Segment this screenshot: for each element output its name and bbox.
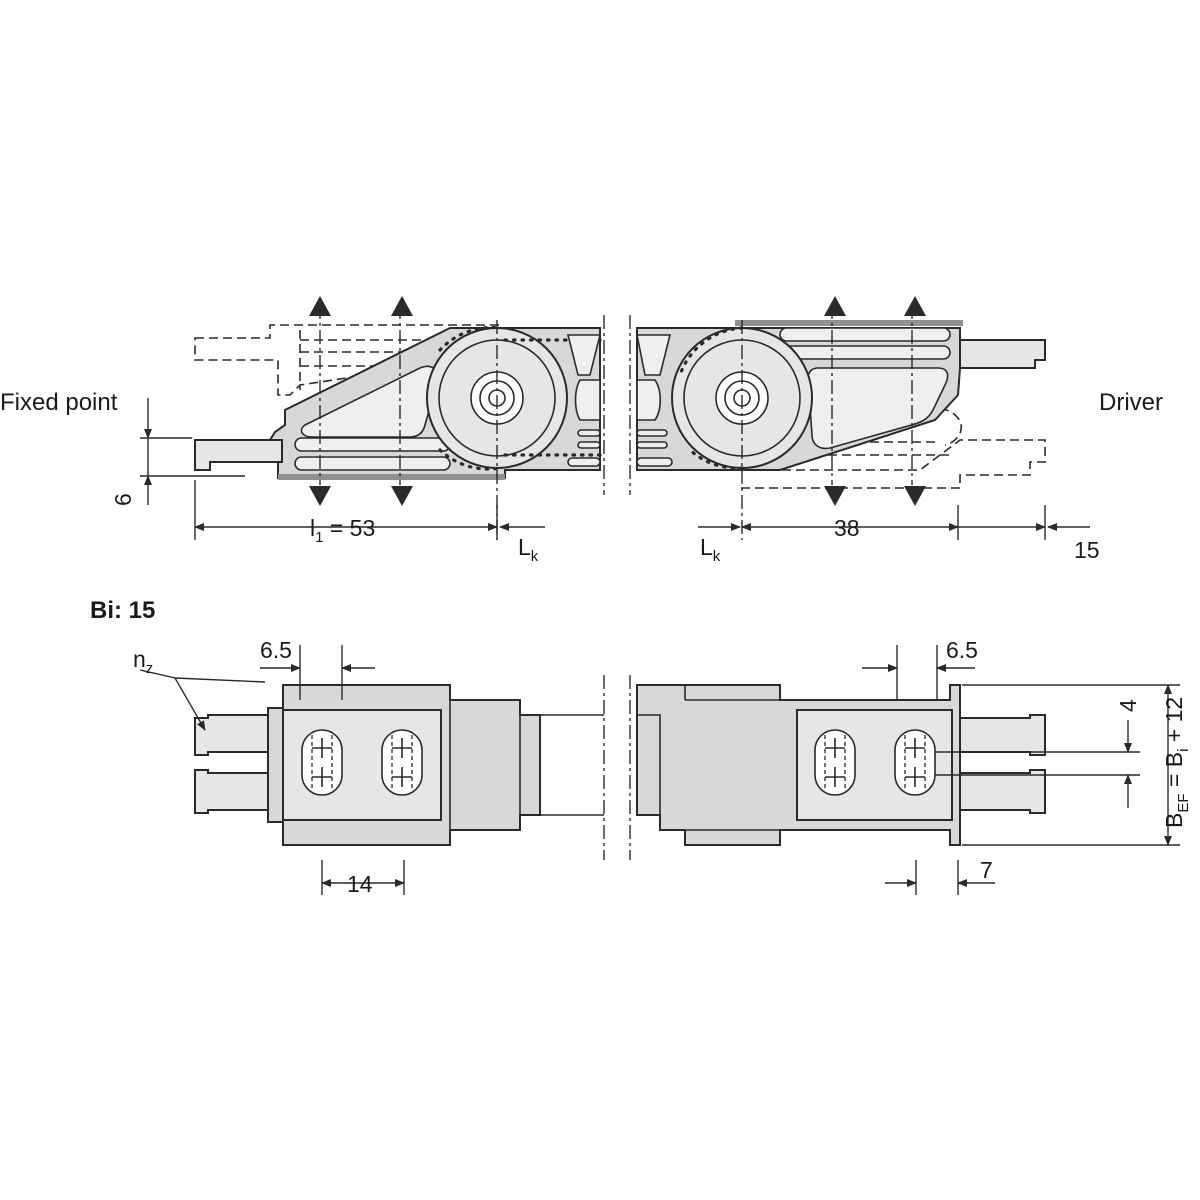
dim-lk-left-label: Lk bbox=[518, 534, 539, 565]
driver-label: Driver bbox=[1099, 389, 1163, 416]
fixed-point-bracket-top-view bbox=[194, 675, 605, 860]
dim-lk-right-label: Lk bbox=[700, 534, 721, 565]
top-view-dimensions bbox=[139, 645, 1180, 895]
bracket-slot bbox=[779, 345, 951, 360]
bracket-slot bbox=[779, 327, 951, 342]
fixed-point-label: Fixed point bbox=[0, 389, 118, 416]
bracket-tooth bbox=[959, 769, 1046, 814]
bracket-slot bbox=[294, 437, 451, 452]
side-view-dimensions bbox=[140, 398, 1090, 540]
mounting-rail bbox=[735, 320, 963, 326]
dim-4-label: 4 bbox=[1115, 699, 1141, 712]
driver-bracket-side-view bbox=[629, 296, 1046, 540]
fixed-point-bracket-side-view bbox=[194, 296, 605, 540]
bracket-tooth bbox=[959, 714, 1046, 756]
screw-direction-arrow bbox=[904, 486, 926, 506]
nz-label: nz bbox=[133, 646, 153, 677]
mounting-rail bbox=[278, 474, 505, 480]
dim-14-label: 14 bbox=[347, 871, 373, 897]
dim-15-label: 15 bbox=[1074, 537, 1100, 563]
screw-direction-arrow bbox=[824, 486, 846, 506]
section-title: Bi: 15 bbox=[90, 597, 155, 624]
screw-direction-arrow bbox=[904, 296, 926, 316]
screw-direction-arrow bbox=[391, 486, 413, 506]
driver-bracket-top-view bbox=[629, 675, 1046, 860]
ghost-bracket-left bbox=[194, 324, 501, 396]
dim-l1-label: l1 = 53 bbox=[310, 515, 375, 546]
bef-formula-label: BEF = Bi + 12 bbox=[1161, 697, 1192, 828]
screw-direction-arrow bbox=[309, 296, 331, 316]
screw-direction-arrow bbox=[391, 296, 413, 316]
bracket-slot bbox=[294, 456, 451, 471]
dim-6-5-right-label: 6.5 bbox=[946, 637, 978, 663]
dim-38-label: 38 bbox=[834, 515, 860, 541]
dim-7-label: 7 bbox=[980, 857, 993, 883]
bracket-tooth bbox=[194, 714, 269, 756]
dim-6-label: 6 bbox=[110, 493, 136, 506]
screw-direction-arrow bbox=[309, 486, 331, 506]
screw-direction-arrow bbox=[824, 296, 846, 316]
dim-6-5-left-label: 6.5 bbox=[260, 637, 292, 663]
bracket-tooth bbox=[194, 769, 269, 814]
